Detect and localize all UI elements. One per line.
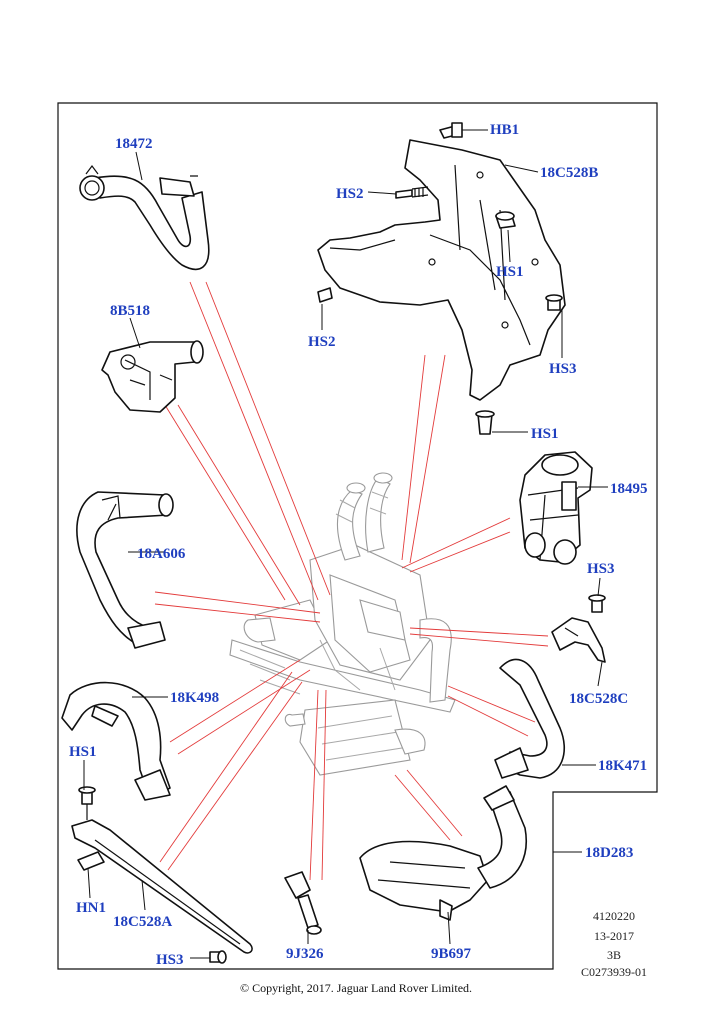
black-leader-lines	[83, 129, 608, 959]
label-HS1-upper: HS1	[496, 264, 524, 280]
fastener-HS2-lower	[317, 287, 333, 303]
fastener-HS1-lower	[475, 410, 495, 435]
label-HS1-lower: HS1	[531, 426, 559, 442]
diagram-frame	[57, 102, 658, 970]
label-18K471: 18K471	[598, 758, 647, 774]
valve-18495	[519, 451, 593, 565]
reference-block: 4120220 13-2017 3B C0273939-01	[581, 909, 647, 979]
ref-number: 4120220	[593, 909, 635, 923]
hose-18K471	[494, 658, 565, 779]
hose-18K498	[61, 681, 171, 801]
label-HS1-left: HS1	[69, 744, 97, 760]
part-labels: 18472 HB1 18C528B HS2 HS1 HS2 HS3 HS1 8B…	[69, 122, 648, 968]
fastener-HS3-right	[588, 594, 606, 613]
label-9J326: 9J326	[286, 946, 324, 962]
label-HS2-upper: HS2	[336, 186, 364, 202]
bracket-18C528B	[317, 139, 566, 401]
label-18K498: 18K498	[170, 690, 219, 706]
hose-18A606	[76, 491, 174, 649]
fastener-HB1	[439, 122, 463, 139]
nut-HN1	[77, 851, 105, 871]
label-HS2-lower: HS2	[308, 334, 336, 350]
label-8B518: 8B518	[110, 303, 150, 319]
red-leader-lines	[154, 281, 549, 881]
label-18D283: 18D283	[585, 845, 633, 861]
pump-8B518	[101, 340, 204, 413]
ref-code: C0273939-01	[581, 965, 647, 979]
fastener-HS1-upper	[495, 211, 516, 229]
hose-18472	[79, 165, 210, 271]
sensor-9J326	[284, 871, 322, 935]
label-HS3-upper: HS3	[549, 361, 577, 377]
exhaust-9B697	[359, 785, 527, 921]
label-9B697: 9B697	[431, 946, 472, 962]
label-18495: 18495	[610, 481, 648, 497]
label-HN1: HN1	[76, 900, 106, 916]
heater-assembly-ghost	[229, 472, 456, 776]
bracket-18C528C	[551, 617, 606, 663]
fastener-HS2-upper	[395, 186, 429, 199]
label-HS3-bottom: HS3	[156, 952, 184, 968]
label-18C528C: 18C528C	[569, 691, 628, 707]
label-18C528B: 18C528B	[540, 165, 598, 181]
label-HS3-right: HS3	[587, 561, 615, 577]
label-18A606: 18A606	[137, 546, 186, 562]
fastener-HS1-left	[78, 786, 96, 820]
label-18C528A: 18C528A	[113, 914, 172, 930]
copyright-notice: © Copyright, 2017. Jaguar Land Rover Lim…	[240, 981, 472, 995]
ref-section: 3B	[607, 948, 621, 962]
ref-date: 13-2017	[594, 929, 634, 943]
fastener-HS3-bottom	[209, 950, 227, 964]
strap-18C528A	[71, 819, 253, 954]
fastener-HS3-upper	[545, 294, 563, 311]
label-18472: 18472	[115, 136, 153, 152]
label-HB1: HB1	[490, 122, 519, 138]
